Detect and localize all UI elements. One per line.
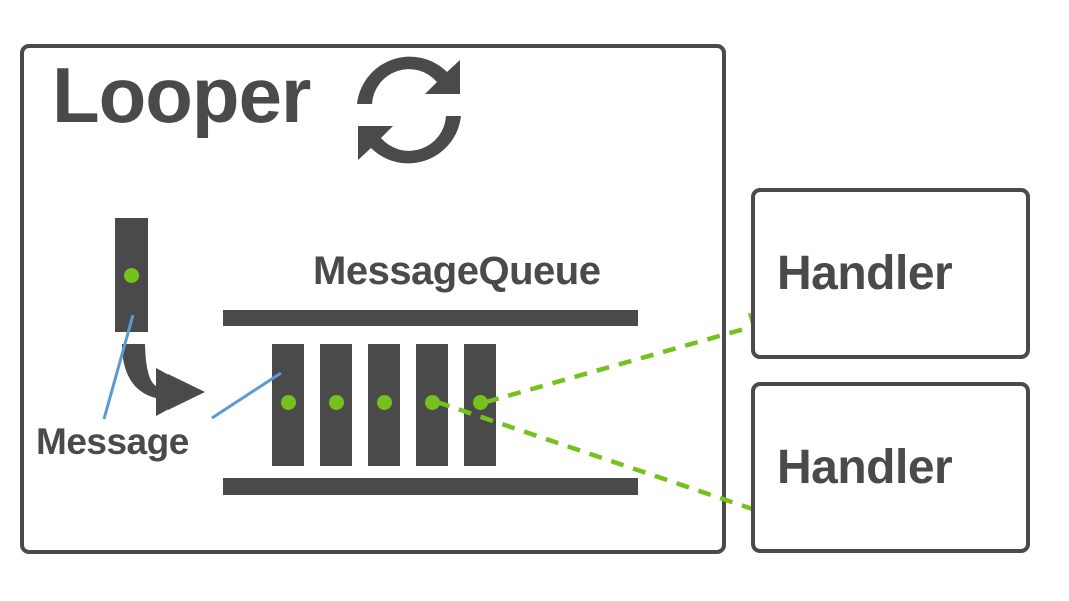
handler-box-1: Handler (751, 188, 1030, 359)
queue-slot-3-dot (377, 395, 392, 410)
message-queue-top-rail (223, 310, 638, 326)
message-block-dot (124, 268, 139, 283)
handler-box-2-label: Handler (777, 440, 953, 494)
message-queue-bottom-rail (223, 478, 638, 495)
leader-line-message-block (102, 314, 135, 420)
looper-title: Looper (52, 51, 311, 139)
queue-slot-4-dot (425, 395, 440, 410)
queue-slot-1-dot (281, 395, 296, 410)
leader-line-message-slot (211, 371, 282, 420)
message-label: Message (36, 421, 189, 462)
queue-slot-2-dot (329, 395, 344, 410)
refresh-loop-icon (357, 56, 461, 164)
queue-slot-5-dot (473, 395, 488, 410)
curved-arrow-icon (122, 344, 205, 416)
handler-box-1-label: Handler (777, 246, 953, 300)
handler-box-2: Handler (751, 382, 1030, 553)
message-queue-title: MessageQueue (313, 249, 601, 293)
dispatch-arrow-to-handler-2 (436, 399, 783, 524)
dispatch-arrow-to-handler-1 (485, 312, 780, 405)
